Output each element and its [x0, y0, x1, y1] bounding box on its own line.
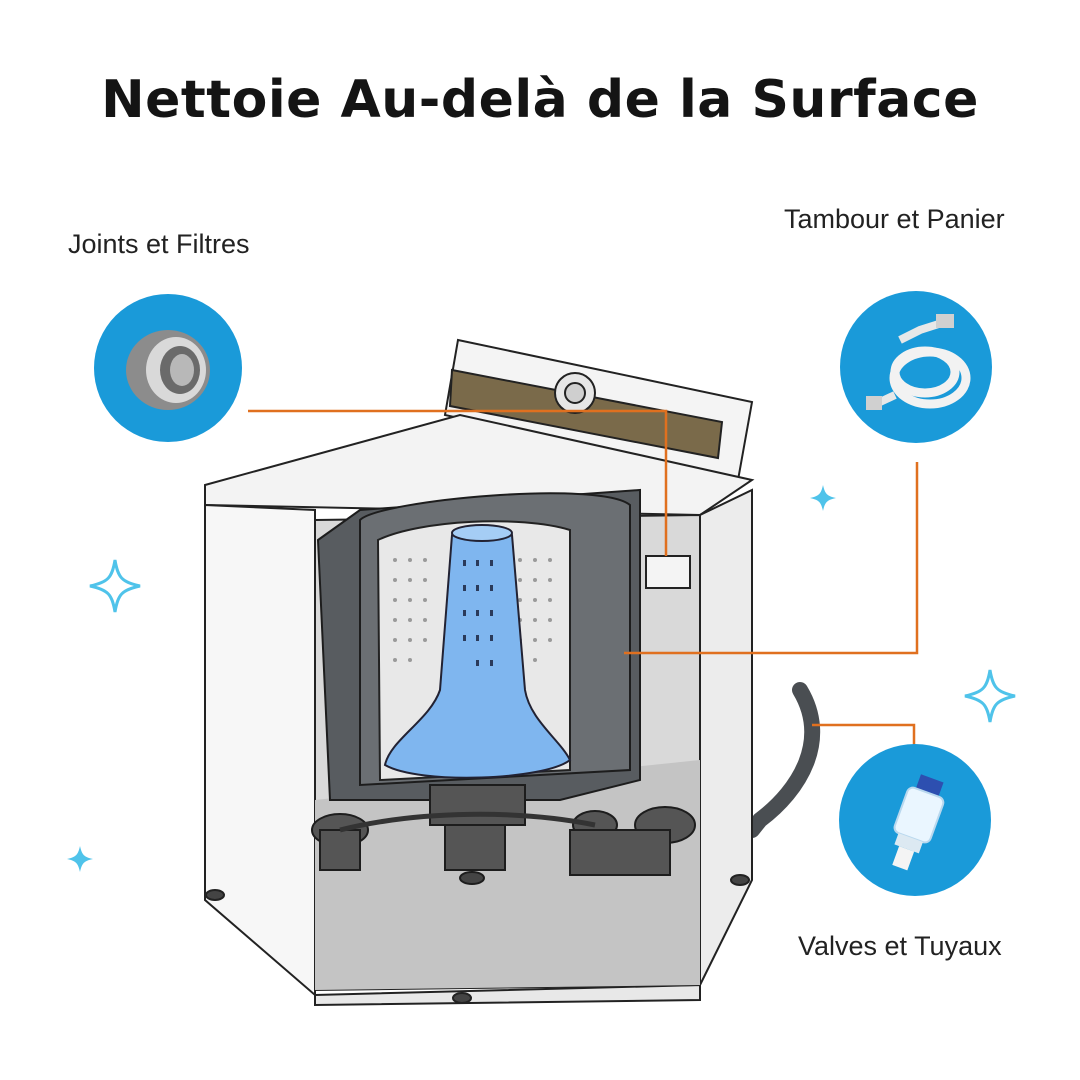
leader-line-tambour [624, 462, 919, 655]
leader-line-joints [248, 409, 668, 556]
leader-lines [248, 409, 919, 745]
page-title: Nettoie Au-delà de la Surface [101, 70, 979, 130]
drain-hose [744, 682, 821, 838]
sparkle-icon [964, 669, 1016, 723]
water-filter-icon [839, 744, 991, 896]
basket-perforations [393, 558, 552, 662]
label-joints-filtres: Joints et Filtres [68, 229, 250, 259]
sparkle-icon [89, 559, 141, 613]
drum-icon [94, 294, 242, 442]
washer-body [204, 338, 755, 1007]
sensor-box [645, 555, 691, 589]
sparkle-icon [810, 485, 836, 511]
agitator [383, 524, 572, 779]
hose-icon [840, 291, 992, 443]
sparkle-icon [67, 846, 93, 872]
leader-line-valves [812, 723, 916, 745]
label-valves-tuyaux: Valves et Tuyaux [798, 931, 1002, 961]
sparkles [67, 485, 1016, 872]
label-tambour-panier: Tambour et Panier [784, 204, 1005, 234]
drive-assembly [311, 784, 696, 885]
